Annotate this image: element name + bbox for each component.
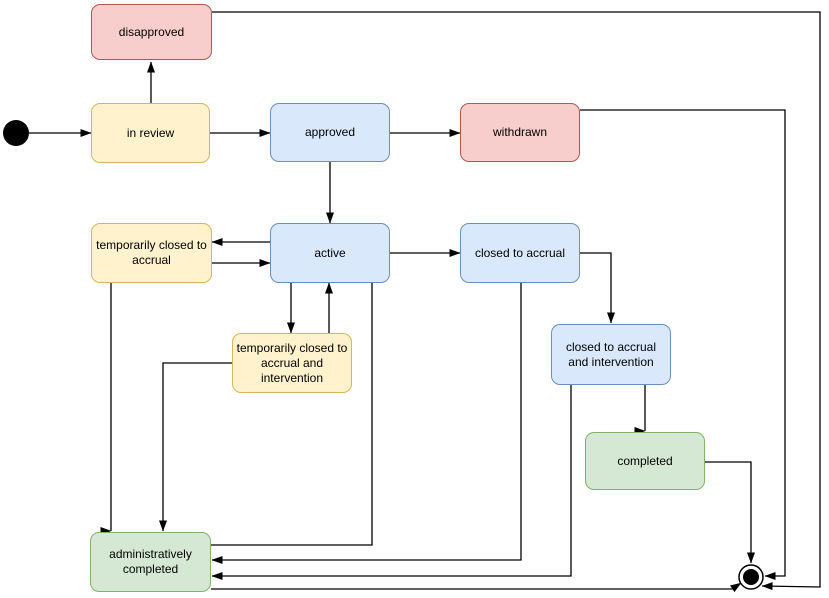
state-label: approved — [304, 125, 356, 139]
state-label: disapproved — [118, 24, 185, 39]
state-label: completed — [617, 453, 673, 468]
state-approved: approved — [270, 103, 390, 162]
state-label: active — [314, 245, 346, 260]
state-closed-to-accrual-and-intervention: closed to accrual and intervention — [551, 324, 671, 385]
edge-completed-to-end — [705, 461, 755, 564]
edge-closed-to-accrual-to-administratively-completed — [211, 283, 522, 564]
state-temporarily-closed-to-accrual: temporarily closed to accrual — [91, 223, 212, 283]
state-label: closed to accrual — [474, 245, 566, 260]
start-node — [3, 120, 29, 146]
edge-closed-to-accrual-to-closed-to-accrual-and-intervention — [580, 252, 615, 324]
state-temporarily-closed-to-accrual-and-intervention: temporarily closed to accrual and interv… — [232, 333, 352, 393]
edge-active-to-administratively-completed — [211, 283, 373, 546]
edge-withdrawn-to-end — [580, 109, 786, 580]
state-label: in review — [126, 125, 175, 140]
state-withdrawn: withdrawn — [460, 103, 580, 162]
state-closed-to-accrual: closed to accrual — [460, 223, 580, 283]
state-label: closed to accrual and intervention — [565, 339, 657, 369]
edge-temporarily-closed-to-accrual-and-intervention-to-administratively-completed — [159, 362, 232, 532]
state-administratively-completed: administratively completed — [90, 532, 211, 592]
state-label: temporarily closed to accrual and interv… — [236, 340, 348, 385]
state-label: temporarily closed to accrual — [96, 238, 207, 267]
edge-administratively-completed-to-end — [211, 582, 742, 593]
state-label: withdrawn — [492, 125, 548, 139]
state-label: administratively completed — [109, 547, 192, 576]
state-completed: completed — [585, 432, 705, 490]
edge-disapproved-to-end — [212, 11, 821, 591]
end-node — [738, 564, 764, 590]
state-in-review: in review — [91, 103, 210, 163]
state-active: active — [270, 223, 390, 283]
state-disapproved: disapproved — [91, 4, 212, 60]
edge-closed-to-accrual-and-intervention-to-administratively-completed — [211, 385, 572, 580]
